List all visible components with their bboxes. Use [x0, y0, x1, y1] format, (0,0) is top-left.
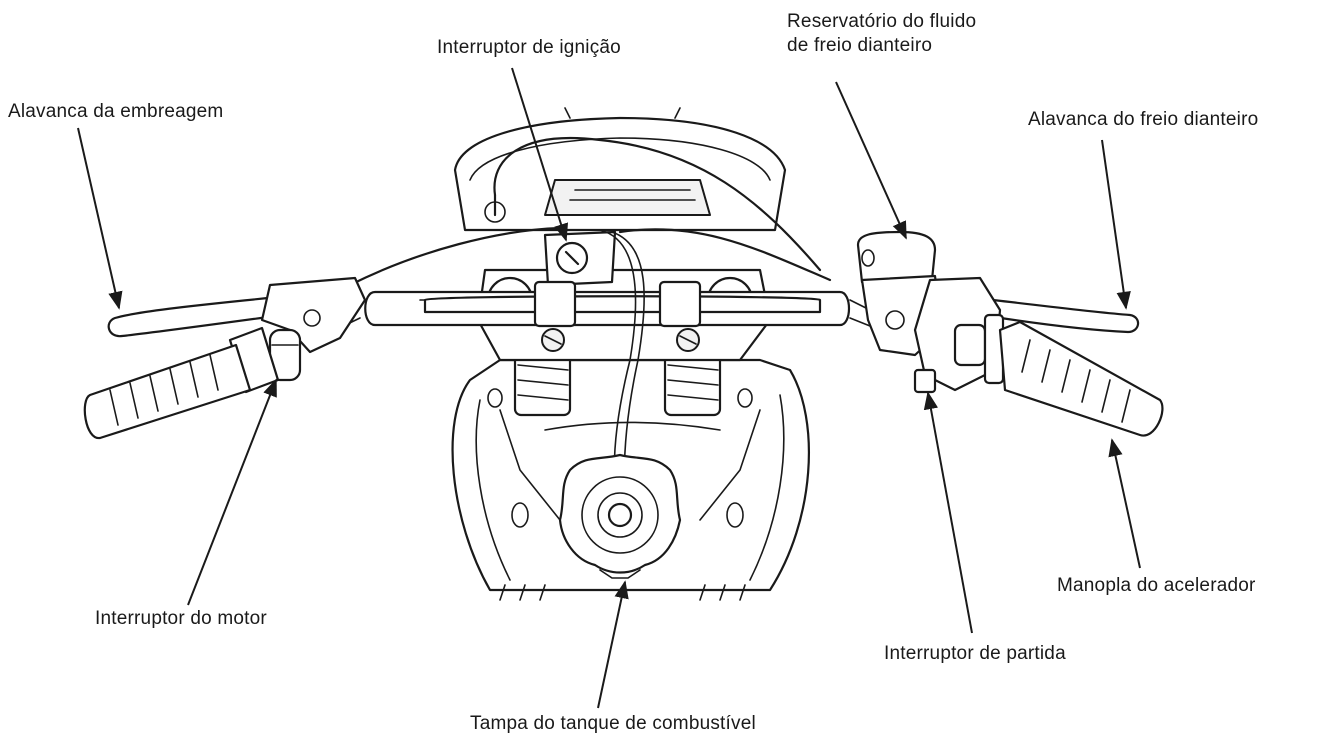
- ignition-switch: [543, 230, 617, 287]
- fuel-tank-cap: [558, 453, 682, 579]
- engine-switch-leader: [187, 378, 277, 606]
- brake-reservoir-label: Reservatório do fluido de freio dianteir…: [787, 10, 976, 58]
- right-controls: [856, 230, 1164, 437]
- throttle-grip-label: Manopla do acelerador: [1057, 575, 1256, 596]
- fuel-tank-cap-label: Tampa do tanque de combustível: [470, 713, 756, 734]
- starter-switch-leader: [923, 391, 973, 634]
- throttle-grip-leader: [1108, 438, 1141, 569]
- handlebar: [329, 280, 881, 331]
- left-controls: [83, 276, 367, 440]
- clutch-lever-leader: [77, 127, 123, 310]
- fuel-tank-cap-leader: [597, 580, 629, 709]
- engine-switch-label: Interruptor do motor: [95, 608, 267, 629]
- brake-reservoir-label-line1: Reservatório do fluido: [787, 11, 977, 32]
- brake-reservoir-leader: [835, 81, 907, 240]
- ignition-switch-label: Interruptor de ignição: [437, 37, 621, 58]
- front-brake-lever-leader: [1101, 139, 1131, 310]
- front-brake-lever-label: Alavanca do freio dianteiro: [1028, 109, 1259, 130]
- ignition-switch-leader: [511, 67, 569, 242]
- leader-lines: [77, 67, 1141, 709]
- brake-reservoir-label-line2: de freio dianteiro: [787, 35, 933, 56]
- clutch-lever-label: Alavanca da embreagem: [8, 101, 224, 122]
- starter-switch-label: Interruptor de partida: [884, 643, 1066, 664]
